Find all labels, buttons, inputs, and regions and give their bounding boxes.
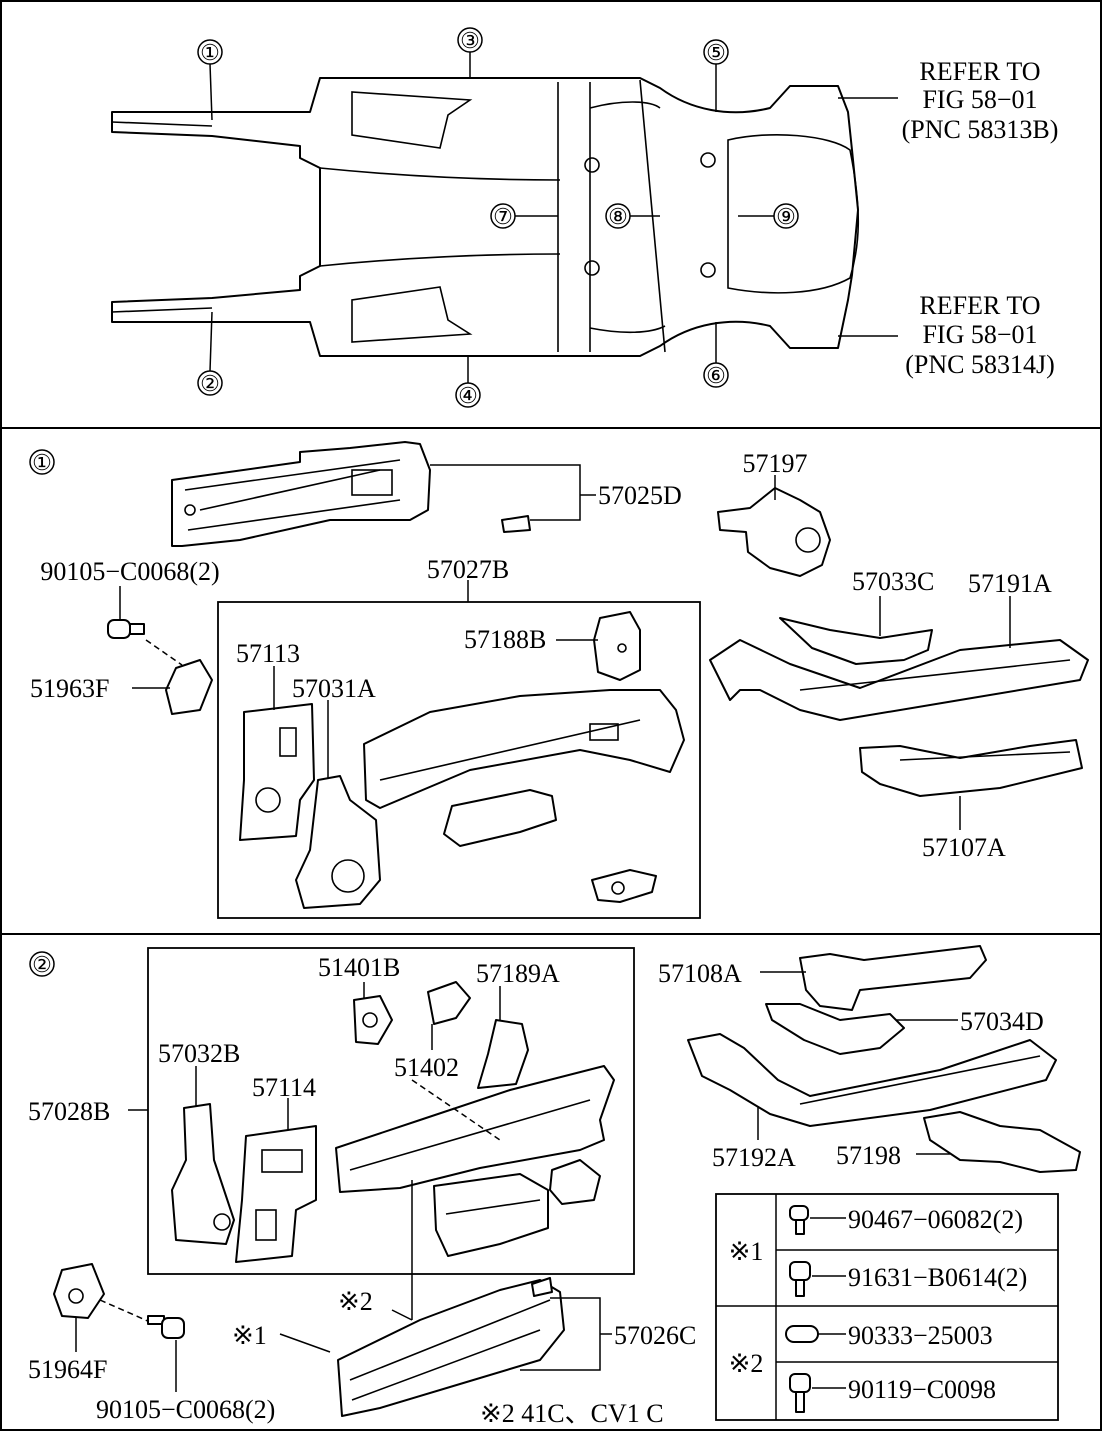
callout-8: ⑧ (608, 204, 628, 229)
part-bracket-57027B-b (591, 869, 657, 903)
label-57197: 57197 (743, 449, 808, 478)
legend-group-1: ※1 (729, 1237, 764, 1266)
part-51963F (165, 659, 213, 715)
callout-9: ⑨ (776, 204, 796, 229)
part-57198 (923, 1111, 1081, 1173)
part-57191A (709, 639, 1089, 721)
part-57025D-clip (501, 515, 531, 533)
part-57114 (235, 1125, 317, 1263)
section-1-marker: ① (32, 450, 52, 475)
callout-4: ④ (458, 383, 478, 408)
note-1-marker: ※1 (232, 1321, 267, 1350)
label-57025D: 57025D (598, 481, 682, 510)
label-57028B: 57028B (28, 1097, 110, 1126)
part-57025D-rail (171, 441, 431, 547)
label-57191A: 57191A (968, 569, 1052, 598)
section-2-marker: ② (32, 952, 52, 977)
svg-text:FIG 58−01: FIG 58−01 (922, 320, 1037, 349)
label-57026C: 57026C (614, 1321, 696, 1350)
label-57189A: 57189A (476, 959, 560, 988)
callout-2: ② (200, 371, 220, 396)
label-90105-C0068-a: 90105−C0068(2) (40, 557, 219, 586)
svg-text:REFER TO: REFER TO (919, 291, 1040, 320)
label-57192A: 57192A (712, 1143, 796, 1172)
part-57189A (477, 1019, 529, 1089)
part-57032B (171, 1103, 235, 1245)
legend-item-90333-25003: 90333−25003 (848, 1321, 993, 1350)
fastener-bolt-icon (789, 1261, 811, 1297)
refer-note-bottom: REFER TO FIG 58−01 (PNC 58314J) (838, 291, 1055, 379)
part-57026C-rail (337, 1279, 565, 1417)
frame-section-2 (0, 933, 1102, 1431)
label-57031A: 57031A (292, 674, 376, 703)
note-2-marker: ※2 (338, 1287, 373, 1316)
part-51401B (353, 995, 393, 1045)
svg-text:(PNC 58314J): (PNC 58314J) (905, 350, 1055, 379)
part-57107A (859, 739, 1083, 797)
part-57033C (779, 617, 933, 665)
label-51963F: 51963F (30, 674, 109, 703)
part-57192A (687, 1033, 1057, 1127)
label-57108A: 57108A (658, 959, 742, 988)
label-51401B: 51401B (318, 953, 400, 982)
legend-group-2: ※2 (729, 1349, 764, 1378)
part-inner-rail-57027B (363, 689, 685, 809)
label-57034D: 57034D (960, 1007, 1044, 1036)
part-inner-rail-57028B (335, 1065, 615, 1193)
fastener-clip-icon (789, 1205, 809, 1235)
label-57032B: 57032B (158, 1039, 240, 1068)
part-57197-bracket (717, 487, 831, 577)
part-51402 (427, 981, 471, 1025)
part-57188B (593, 611, 641, 681)
footnote-41C-CV1C: ※2 41C、CV1 C (480, 1399, 664, 1428)
fastener-plug-icon (785, 1325, 819, 1343)
callout-1: ① (200, 40, 220, 65)
callout-6: ⑥ (706, 363, 726, 388)
part-bracket-57027B-a (443, 789, 557, 847)
label-57114: 57114 (252, 1073, 316, 1102)
fastener-screw-icon (789, 1373, 811, 1413)
bolt-90105-a (107, 619, 145, 639)
refer-note-top: REFER TO FIG 58−01 (PNC 58313B) (838, 57, 1058, 144)
label-57033C: 57033C (852, 567, 934, 596)
callout-7: ⑦ (493, 204, 513, 229)
label-51964F: 51964F (28, 1355, 107, 1384)
svg-text:REFER TO: REFER TO (919, 57, 1040, 86)
part-57031A (295, 775, 381, 909)
svg-text:FIG 58−01: FIG 58−01 (922, 85, 1037, 114)
part-57026C-clip (531, 1277, 553, 1297)
label-51402: 51402 (394, 1053, 459, 1082)
label-90105-C0068-b: 90105−C0068(2) (96, 1395, 275, 1424)
callout-5: ⑤ (706, 40, 726, 65)
svg-text:(PNC 58313B): (PNC 58313B) (902, 115, 1059, 144)
legend-item-90119-C0098: 90119−C0098 (848, 1375, 996, 1404)
part-57108A (799, 945, 987, 1011)
part-57113 (239, 703, 315, 841)
callout-3: ③ (460, 28, 480, 53)
label-57188B: 57188B (464, 625, 546, 654)
label-57198: 57198 (836, 1141, 901, 1170)
fastener-legend: ※1 ※2 90467−06082(2) 91631−B0614(2) 9033… (715, 1193, 1059, 1421)
legend-item-91631-B0614: 91631−B0614(2) (848, 1263, 1027, 1292)
floor-pan-overview (111, 77, 860, 357)
legend-item-90467-06082: 90467−06082(2) (848, 1205, 1023, 1234)
group-box-57028B (147, 947, 635, 1275)
overview-callouts: ① ② ③ ④ ⑤ ⑥ ⑦ ⑧ ⑨ (197, 27, 799, 408)
label-57107A: 57107A (922, 833, 1006, 862)
bolt-90105-b (147, 1315, 185, 1339)
part-bracket-57028B-b (549, 1159, 601, 1205)
label-57113: 57113 (236, 639, 300, 668)
group-box-57027B (217, 601, 701, 919)
label-57027B: 57027B (427, 555, 509, 584)
part-bracket-57028B-a (433, 1173, 549, 1257)
part-51964F (53, 1263, 105, 1319)
part-57034D (765, 1003, 905, 1055)
